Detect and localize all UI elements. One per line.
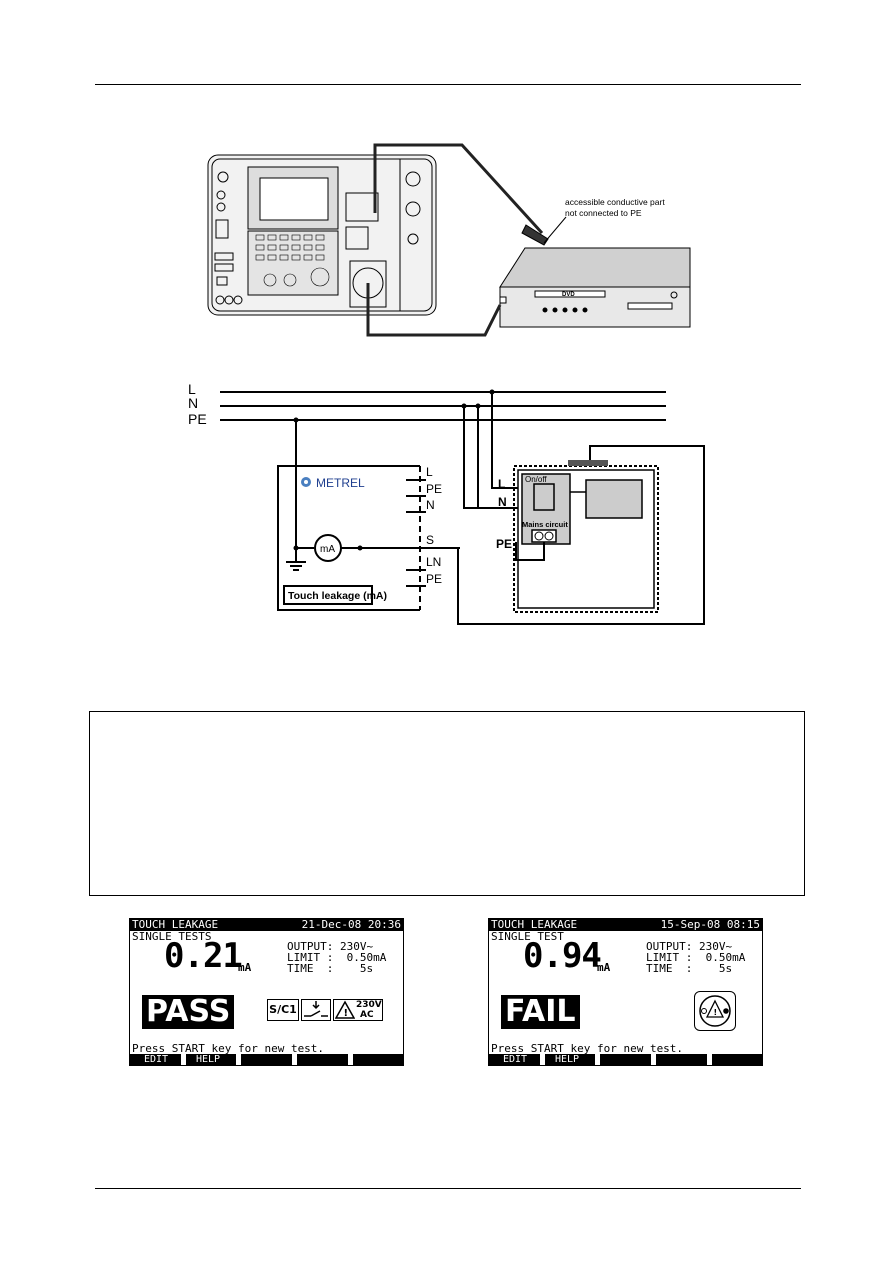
callout-line-2: not connected to PE xyxy=(565,208,642,218)
sc1-icon: S/C1 xyxy=(267,999,299,1021)
edit-key[interactable]: EDIT xyxy=(144,1054,169,1065)
socket-warning-icon: ! xyxy=(699,995,731,1027)
param-output: OUTPUT: 230V~ xyxy=(287,940,374,953)
dut-pe: PE xyxy=(496,537,512,551)
svg-text:!: ! xyxy=(714,1008,718,1017)
switch-label: On/off xyxy=(525,475,547,484)
dvd-label: DVD xyxy=(562,292,575,298)
note-box xyxy=(89,711,805,896)
status-message: Press START key for new test. xyxy=(491,1042,684,1055)
voltage-warning-icon: ! 230V AC xyxy=(333,999,383,1021)
result-value: 0.94 xyxy=(523,936,602,976)
screen-title: TOUCH LEAKAGE xyxy=(491,918,578,931)
dut-l: L xyxy=(498,477,505,491)
verdict-badge: FAIL xyxy=(501,995,580,1029)
instrument-illustration xyxy=(207,154,437,316)
callout-line-1: accessible conductive part xyxy=(565,197,665,207)
status-message: Press START key for new test. xyxy=(132,1042,325,1055)
svg-text:!: ! xyxy=(344,1008,349,1019)
screen-subtitle: SINGLE TEST xyxy=(491,930,564,943)
screen-title: TOUCH LEAKAGE xyxy=(132,918,219,931)
schematic-figure: L N PE METREL xyxy=(188,381,705,625)
dvd-player-illustration xyxy=(499,247,691,328)
terminal-l: L xyxy=(426,465,433,479)
terminal-s: S xyxy=(426,533,434,547)
mains-label: Mains circuit xyxy=(522,520,568,529)
mode-label: Touch leakage (mA) xyxy=(288,590,387,602)
param-limit: LIMIT : 0.50mA xyxy=(287,951,387,964)
instrument-box xyxy=(277,465,420,611)
switch-symbol-icon xyxy=(304,1001,328,1017)
function-key-bar: EDIT HELP xyxy=(130,1054,403,1065)
terminal-ln: LN xyxy=(426,555,441,569)
param-time: TIME : 5s xyxy=(287,962,374,975)
help-key[interactable]: HELP xyxy=(555,1054,580,1065)
connection-figure: DVD accessible conductive part not conne… xyxy=(207,143,691,337)
brand-label: METREL xyxy=(316,476,365,490)
load-circuit xyxy=(585,479,643,519)
voltage-label: 230V xyxy=(356,1000,382,1010)
metrel-logo xyxy=(301,477,311,487)
label-n: N xyxy=(188,395,198,411)
result-value: 0.21 xyxy=(164,936,243,976)
edit-key[interactable]: EDIT xyxy=(503,1054,528,1065)
result-unit: mA xyxy=(597,961,611,974)
result-unit: mA xyxy=(238,961,252,974)
sc1-label: S/C1 xyxy=(269,1003,297,1016)
switch-icon xyxy=(301,999,331,1021)
param-limit: LIMIT : 0.50mA xyxy=(646,951,746,964)
label-l: L xyxy=(188,381,196,397)
terminal-n: N xyxy=(426,498,435,512)
header-rule xyxy=(95,84,801,85)
terminal-pe: PE xyxy=(426,482,442,496)
mains-socket-warning-icon: ! xyxy=(694,991,736,1031)
screen-subtitle: SINGLE TESTS xyxy=(132,930,212,943)
screen-fail: TOUCH LEAKAGE 15-Sep-08 08:15 SINGLE TES… xyxy=(488,918,763,1066)
dut-n: N xyxy=(498,495,507,509)
terminal-pe-2: PE xyxy=(426,572,442,586)
verdict-badge: PASS xyxy=(142,995,235,1029)
ac-label: AC xyxy=(360,1010,374,1020)
crocodile-clip xyxy=(521,224,549,246)
callout-pointer xyxy=(543,216,567,244)
help-key[interactable]: HELP xyxy=(196,1054,221,1065)
function-key-bar: EDIT HELP xyxy=(489,1054,762,1065)
screen-titlebar: TOUCH LEAKAGE 15-Sep-08 08:15 xyxy=(489,919,762,931)
footer-rule xyxy=(95,1188,801,1189)
screen-pass: TOUCH LEAKAGE 21-Dec-08 20:36 SINGLE TES… xyxy=(129,918,404,1066)
param-output: OUTPUT: 230V~ xyxy=(646,940,733,953)
screen-datetime: 15-Sep-08 08:15 xyxy=(660,918,760,931)
screen-datetime: 21-Dec-08 20:36 xyxy=(301,918,401,931)
test-lead xyxy=(366,143,544,337)
param-time: TIME : 5s xyxy=(646,962,733,975)
warning-triangle-icon: ! xyxy=(335,1000,355,1019)
mode-label-box xyxy=(283,585,373,605)
screen-titlebar: TOUCH LEAKAGE 21-Dec-08 20:36 xyxy=(130,919,403,931)
label-pe: PE xyxy=(188,411,207,427)
meter-label: mA xyxy=(320,544,335,555)
